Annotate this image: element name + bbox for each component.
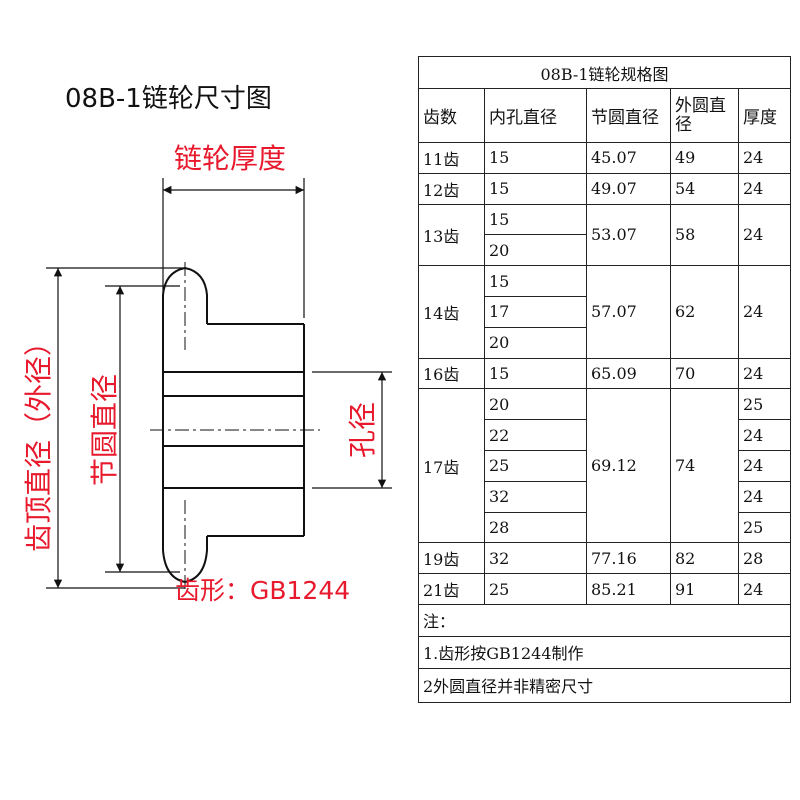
- outer-diameter-label: 齿顶直径（外径）: [22, 328, 55, 552]
- cell-bore: 17: [484, 295, 587, 328]
- table-row: 21齿 25 85.21 91 24: [418, 573, 792, 605]
- table-row: 32 24: [419, 480, 792, 513]
- cell-bore: 15: [484, 172, 587, 205]
- cell-thickness: 24: [737, 419, 792, 451]
- cell-thickness: 24: [737, 449, 792, 482]
- cell-bore: 20: [484, 234, 587, 267]
- cell-bore: 20: [484, 326, 587, 359]
- header-teeth: 齿数: [418, 88, 485, 143]
- cell-bore: 25: [484, 449, 587, 482]
- pitch-diameter-label: 节圆直径: [88, 374, 121, 486]
- note-1: 1.齿形按GB1244制作: [417, 635, 792, 669]
- cell-teeth: 17齿: [418, 388, 485, 544]
- cell-thickness: 25: [737, 511, 792, 544]
- cell-bore: 32: [484, 542, 587, 575]
- cell-pitch: 65.09: [586, 357, 671, 390]
- cell-thickness: 24: [737, 357, 792, 390]
- note-heading: 注：: [417, 603, 792, 637]
- cell-pitch: 69.12: [586, 388, 671, 544]
- table-row: 11齿 15 45.07 49 24: [418, 142, 792, 174]
- sprocket-outline: [162, 266, 305, 584]
- header-bore: 内孔直径: [484, 88, 587, 143]
- header-thickness: 厚度: [737, 88, 792, 143]
- note-row: 1.齿形按GB1244制作: [417, 635, 792, 669]
- cell-thickness: 24: [737, 203, 792, 267]
- cell-pitch: 49.07: [586, 172, 671, 205]
- cell-teeth: 11齿: [418, 142, 485, 174]
- cell-bore: 20: [484, 388, 587, 421]
- drawing-title: 08B-1链轮尺寸图: [65, 84, 272, 114]
- cell-outer: 49: [670, 142, 739, 174]
- note-row: 2外圆直径并非精密尺寸: [417, 667, 792, 703]
- cell-bore: 15: [484, 142, 587, 174]
- cell-bore: 15: [484, 203, 587, 236]
- sprocket-drawing: 链轮厚度 齿顶直径（外径） 节圆直径 孔径 齿形：GB1244: [22, 142, 392, 605]
- dimension-lines: [46, 178, 392, 589]
- bore-label: 孔径: [346, 402, 379, 458]
- cell-bore: 15: [484, 357, 587, 390]
- note-row: 注：: [417, 603, 792, 637]
- cell-thickness: 25: [737, 388, 792, 421]
- cell-pitch: 85.21: [586, 573, 671, 605]
- cell-outer: 58: [670, 203, 739, 267]
- table-row: 28 25: [419, 511, 792, 544]
- cell-teeth: 19齿: [418, 542, 485, 575]
- cell-outer: 91: [670, 573, 739, 605]
- table-row: 25 24: [419, 449, 792, 482]
- table-row: 19齿 32 77.16 82 28: [418, 542, 792, 575]
- note-2: 2外圆直径并非精密尺寸: [417, 667, 792, 703]
- header-pitch: 节圆直径: [586, 88, 671, 143]
- cell-bore: 25: [484, 573, 587, 605]
- cell-bore: 32: [484, 480, 587, 513]
- cell-thickness: 24: [737, 172, 792, 205]
- cell-thickness: 28: [737, 542, 792, 575]
- cell-teeth: 14齿: [418, 265, 485, 359]
- table-row: 13齿 15 53.07 58 24: [418, 203, 792, 267]
- cell-bore: 15: [484, 265, 587, 297]
- cell-pitch: 53.07: [586, 203, 671, 267]
- table-row: 12齿 15 49.07 54 24: [418, 172, 792, 205]
- header-outer: 外圆直径: [670, 88, 739, 143]
- table-row: 14齿 15 57.07 62 24: [418, 265, 792, 359]
- table-header-row: 齿数 内孔直径 节圆直径 外圆直径 厚度: [418, 88, 792, 143]
- cell-outer: 54: [670, 172, 739, 205]
- cell-pitch: 45.07: [586, 142, 671, 174]
- cell-outer: 62: [670, 265, 739, 359]
- cell-teeth: 12齿: [418, 172, 485, 205]
- cell-thickness: 24: [737, 265, 792, 359]
- tooth-form-label: 齿形：GB1244: [175, 576, 350, 605]
- table-row: 20: [419, 326, 791, 359]
- table-title-row: 08B-1链轮规格图: [417, 56, 792, 89]
- cell-pitch: 77.16: [586, 542, 671, 575]
- cell-bore: 28: [484, 511, 587, 544]
- center-lines: [150, 262, 320, 590]
- table-row: 22 24: [419, 419, 792, 451]
- table-row: 17: [419, 295, 791, 328]
- cell-teeth: 16齿: [418, 357, 485, 390]
- table-title: 08B-1链轮规格图: [417, 56, 792, 89]
- cell-bore: 22: [484, 419, 587, 451]
- cell-outer: 82: [670, 542, 739, 575]
- spec-table: 08B-1链轮规格图 齿数 内孔直径 节圆直径 外圆直径 厚度 11齿 15 4…: [417, 56, 792, 703]
- cell-thickness: 24: [737, 573, 792, 605]
- cell-pitch: 57.07: [586, 265, 671, 359]
- cell-teeth: 13齿: [418, 203, 485, 267]
- table-row: 20: [419, 234, 791, 267]
- cell-outer: 74: [670, 388, 739, 544]
- cell-outer: 70: [670, 357, 739, 390]
- cell-teeth: 21齿: [418, 573, 485, 605]
- table-row: 16齿 15 65.09 70 24: [418, 357, 792, 390]
- thickness-label: 链轮厚度: [174, 142, 286, 175]
- cell-thickness: 24: [737, 480, 792, 513]
- cell-thickness: 24: [737, 142, 792, 174]
- table-row: 17齿 20 69.12 74 25: [418, 388, 792, 544]
